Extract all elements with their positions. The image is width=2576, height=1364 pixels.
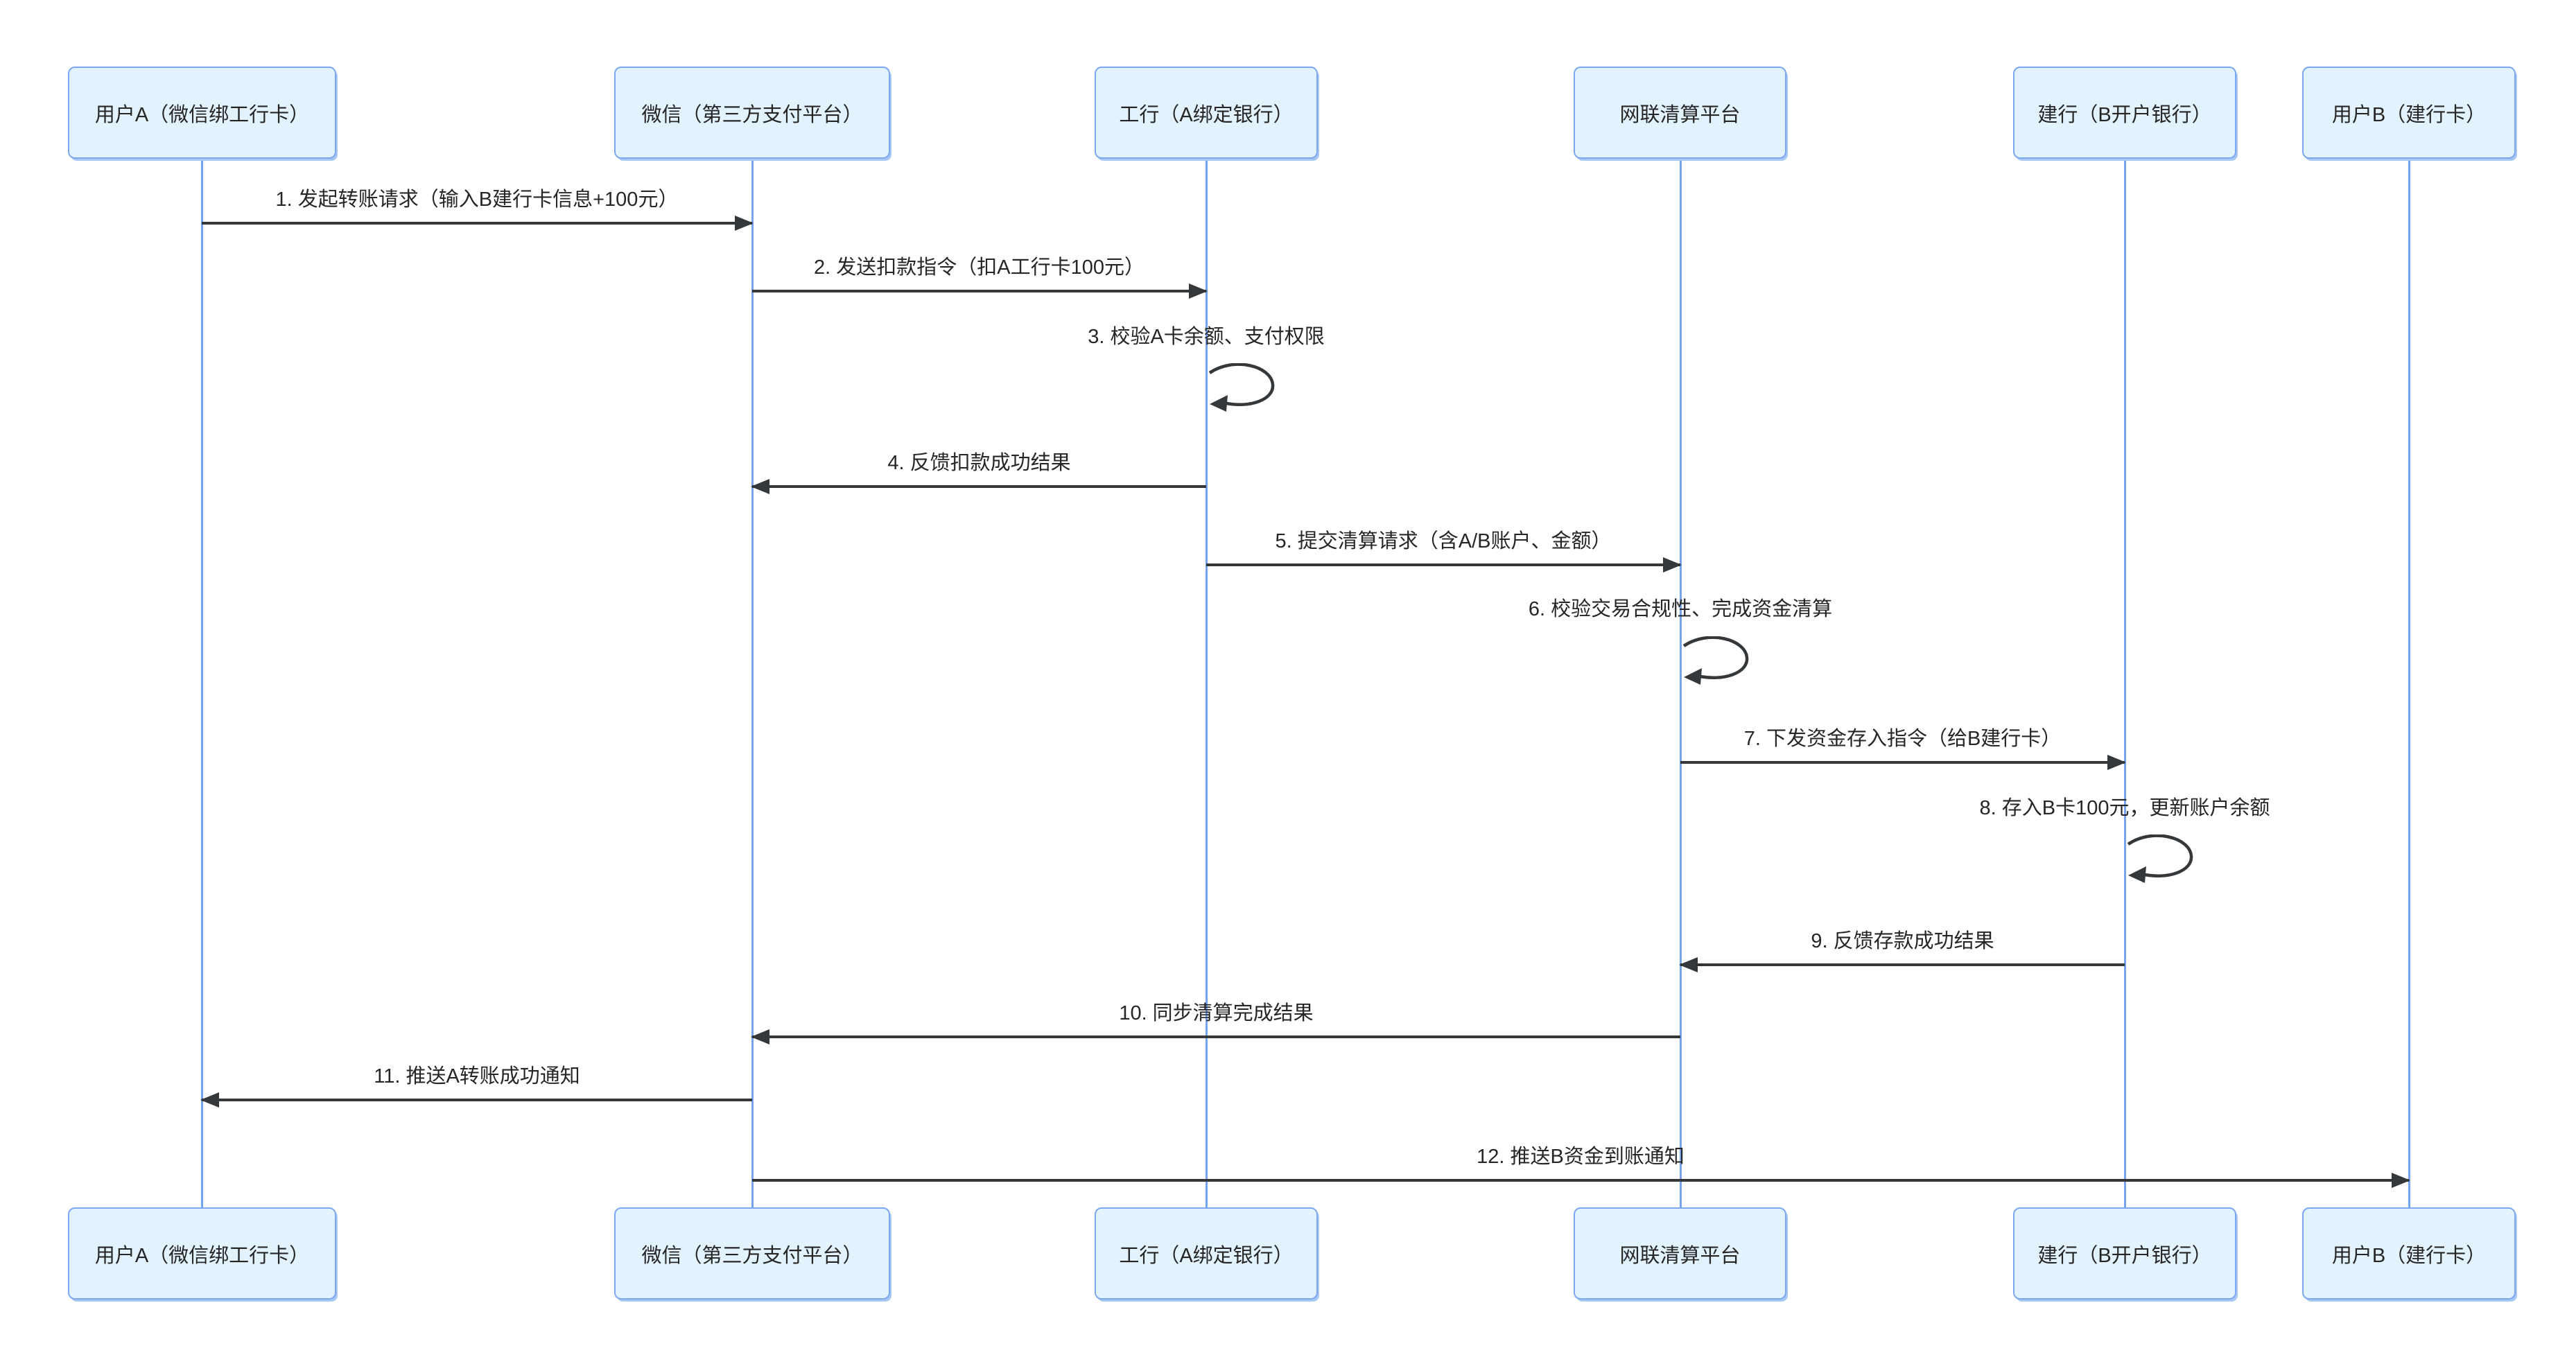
message-1: 1. 发起转账请求（输入B建行卡信息+100元） — [202, 186, 754, 231]
message-1-arrow — [202, 216, 754, 231]
message-2: 2. 发送扣款指令（扣A工行卡100元） — [752, 254, 1208, 299]
actor-label: 用户B（建行卡） — [2331, 1244, 2487, 1267]
lifeline-userB — [2408, 159, 2410, 1207]
actor-top-userA: 用户A（微信绑工行卡） — [68, 67, 336, 159]
message-8-self-loop-arrow — [2127, 834, 2193, 883]
message-2-label: 2. 发送扣款指令（扣A工行卡100元） — [814, 256, 1145, 279]
lifeline-icbc — [1205, 159, 1208, 1207]
message-2-arrow — [752, 283, 1208, 299]
message-6-label: 6. 校验交易合规性、完成资金清算 — [1528, 598, 1833, 620]
message-9-arrow — [1679, 957, 2125, 972]
lifeline-wechat — [751, 159, 754, 1207]
message-4-label: 4. 反馈扣款成功结果 — [887, 452, 1071, 474]
actor-label: 工行（A绑定银行） — [1119, 1244, 1294, 1267]
actor-label: 用户B（建行卡） — [2331, 103, 2487, 126]
actor-label: 建行（B开户银行） — [2037, 1244, 2212, 1267]
actor-label: 微信（第三方支付平台） — [641, 1244, 863, 1267]
actor-label: 用户A（微信绑工行卡） — [94, 1244, 310, 1267]
actor-top-netsunion: 网联清算平台 — [1574, 67, 1786, 159]
message-10: 10. 同步清算完成结果 — [751, 999, 1680, 1044]
message-10-label: 10. 同步清算完成结果 — [1119, 1002, 1314, 1024]
message-4: 4. 反馈扣款成功结果 — [751, 449, 1206, 494]
actor-label: 网联清算平台 — [1619, 1244, 1741, 1267]
message-7-arrow — [1680, 755, 2126, 770]
message-3-label: 3. 校验A卡余额、支付权限 — [1088, 326, 1325, 348]
message-1-label: 1. 发起转账请求（输入B建行卡信息+100元） — [275, 189, 679, 211]
actor-label: 建行（B开户银行） — [2037, 103, 2212, 126]
actor-top-ccb: 建行（B开户银行） — [2013, 67, 2236, 159]
actor-top-wechat: 微信（第三方支付平台） — [614, 67, 890, 159]
lifeline-userA — [200, 159, 203, 1207]
message-11-arrow — [200, 1092, 752, 1108]
actor-bottom-userA: 用户A（微信绑工行卡） — [68, 1207, 336, 1300]
message-9: 9. 反馈存款成功结果 — [1679, 927, 2125, 972]
message-7: 7. 下发资金存入指令（给B建行卡） — [1680, 725, 2126, 770]
message-4-arrow — [751, 479, 1206, 494]
message-9-label: 9. 反馈存款成功结果 — [1811, 930, 1994, 952]
actor-label: 工行（A绑定银行） — [1119, 103, 1294, 126]
actor-bottom-wechat: 微信（第三方支付平台） — [614, 1207, 890, 1300]
actor-bottom-userB: 用户B（建行卡） — [2302, 1207, 2516, 1300]
message-10-arrow — [751, 1029, 1680, 1044]
message-7-label: 7. 下发资金存入指令（给B建行卡） — [1743, 728, 2062, 750]
message-11: 11. 推送A转账成功通知 — [200, 1063, 752, 1108]
actor-bottom-icbc: 工行（A绑定银行） — [1095, 1207, 1318, 1300]
lifeline-ccb — [2123, 159, 2126, 1207]
actor-label: 微信（第三方支付平台） — [641, 103, 863, 126]
message-6-self-loop-arrow — [1682, 636, 1749, 685]
message-8-label: 8. 存入B卡100元，更新账户余额 — [1979, 797, 2270, 819]
message-12: 12. 推送B资金到账通知 — [752, 1143, 2410, 1188]
actor-label: 网联清算平台 — [1619, 103, 1741, 126]
lifeline-netsunion — [1679, 159, 1682, 1207]
message-11-label: 11. 推送A转账成功通知 — [374, 1065, 580, 1087]
message-5-arrow — [1206, 557, 1682, 572]
actor-label: 用户A（微信绑工行卡） — [94, 103, 310, 126]
actor-bottom-ccb: 建行（B开户银行） — [2013, 1207, 2236, 1300]
message-5: 5. 提交清算请求（含A/B账户、金额） — [1206, 527, 1682, 572]
actor-top-userB: 用户B（建行卡） — [2302, 67, 2516, 159]
message-12-label: 12. 推送B资金到账通知 — [1477, 1146, 1685, 1168]
actor-bottom-netsunion: 网联清算平台 — [1574, 1207, 1786, 1300]
message-5-label: 5. 提交清算请求（含A/B账户、金额） — [1275, 530, 1612, 552]
message-3-self-loop-arrow — [1208, 363, 1275, 412]
message-12-arrow — [752, 1173, 2410, 1188]
actor-top-icbc: 工行（A绑定银行） — [1095, 67, 1318, 159]
